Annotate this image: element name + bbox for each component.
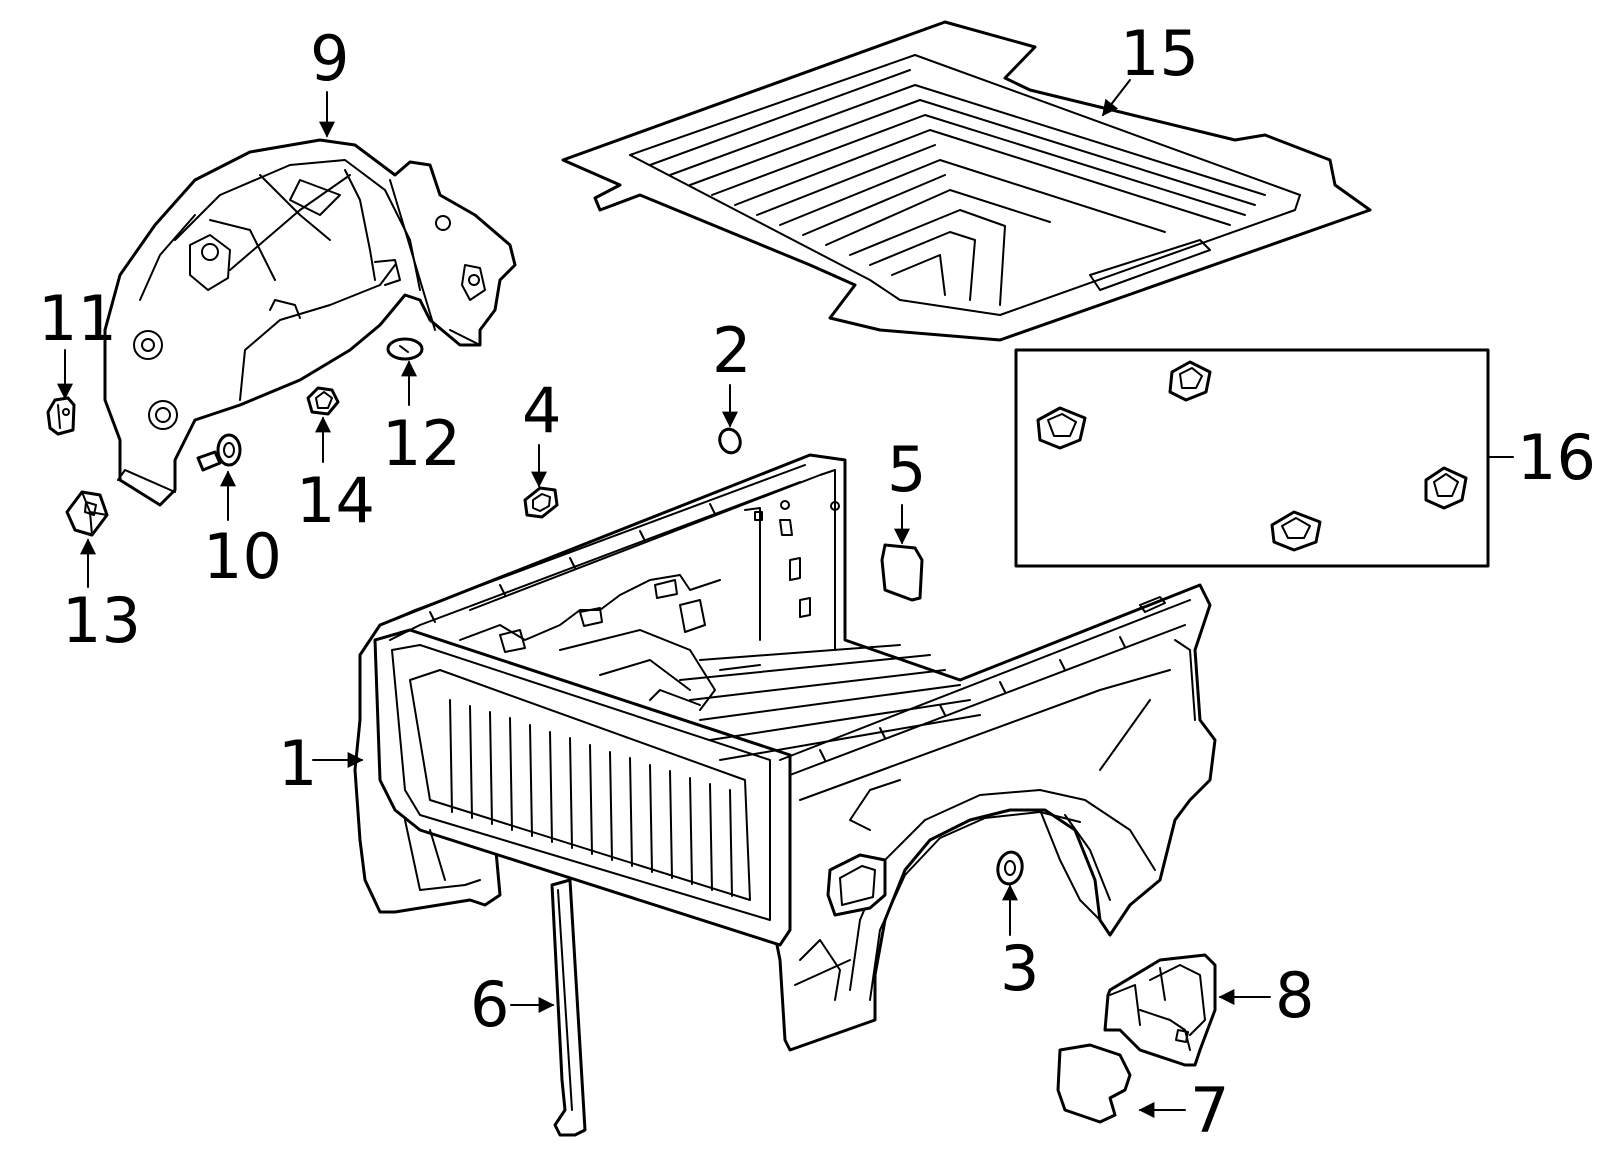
bolt-part-10 xyxy=(196,433,242,472)
clip-icon xyxy=(1270,510,1322,552)
clip-icon xyxy=(1036,406,1087,450)
callout-15: 15 xyxy=(1120,17,1199,90)
plug-part-3 xyxy=(996,850,1024,886)
plug-part-2 xyxy=(718,427,742,455)
bed-mat-part xyxy=(561,20,1372,342)
nut-part-14 xyxy=(306,386,340,416)
grommet-part-4 xyxy=(523,486,559,519)
callout-12: 12 xyxy=(382,407,461,480)
callout-14: 14 xyxy=(296,464,375,537)
callout-3: 3 xyxy=(1000,932,1039,1005)
callout-7: 7 xyxy=(1190,1074,1229,1147)
callout-13: 13 xyxy=(62,584,141,657)
fuel-housing-part xyxy=(1103,953,1217,1067)
callout-4: 4 xyxy=(522,374,561,447)
callout-11: 11 xyxy=(38,282,117,355)
cover-part-5 xyxy=(880,543,924,602)
callout-1: 1 xyxy=(278,727,317,800)
callout-5: 5 xyxy=(887,433,926,506)
pickup-box-part xyxy=(353,453,1217,1052)
callout-6: 6 xyxy=(470,968,509,1041)
clip-part-13 xyxy=(65,490,109,537)
seal-strip-part xyxy=(550,878,587,1137)
clip-icon xyxy=(1168,360,1212,402)
callout-16: 16 xyxy=(1517,421,1596,494)
clip-kit-box xyxy=(1014,348,1490,568)
clip-part-11 xyxy=(46,396,76,436)
fuel-door-part xyxy=(1056,1043,1132,1124)
callout-labels: 1 2 3 4 5 6 7 8 9 10 11 12 13 14 15 16 xyxy=(38,17,1596,1147)
wheelhouse-liner-part xyxy=(103,138,517,507)
callout-10: 10 xyxy=(203,520,282,593)
callout-8: 8 xyxy=(1275,959,1314,1032)
clip-icon xyxy=(1424,466,1468,510)
plug-part-12 xyxy=(386,337,424,361)
leader-arrows xyxy=(57,79,1514,1118)
callout-2: 2 xyxy=(712,314,751,387)
callout-9: 9 xyxy=(310,22,349,95)
